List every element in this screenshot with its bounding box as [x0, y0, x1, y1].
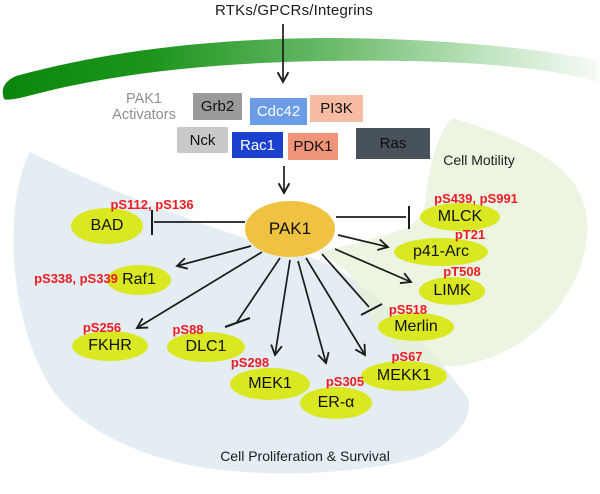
arrow-pak1-to-raf1	[177, 245, 252, 266]
inhibit-pak1-to-bad	[151, 210, 245, 235]
arrow-pak1-to-mekk1	[305, 257, 365, 355]
node-mek1: MEK1	[230, 368, 310, 400]
activator-box-ras: Ras	[356, 128, 430, 159]
node-fkhr: FKHR	[72, 331, 148, 361]
node-label-dlc1: DLC1	[185, 338, 227, 355]
activator-label-grb2: Grb2	[200, 98, 235, 115]
node-label-raf1: Raf1	[122, 271, 156, 288]
node-label-mlck: MLCK	[437, 208, 483, 225]
node-label-p41arc: p41-Arc	[412, 243, 470, 260]
pak1-activators-label: PAK1 Activators	[112, 91, 176, 124]
phospho-mekk1: pS67	[391, 349, 423, 364]
arrow-pak1-to-mek1	[275, 259, 291, 355]
activator-label-rac1: Rac1	[239, 136, 276, 154]
phospho-bad: pS112, pS136	[110, 197, 194, 212]
phospho-raf1: pS338, pS339	[34, 271, 118, 286]
node-merlin: Merlin	[378, 313, 454, 341]
activator-box-pi3k: PI3K	[310, 95, 363, 122]
node-label-fkhr: FKHR	[88, 337, 132, 354]
phospho-fkhr: pS256	[82, 320, 122, 335]
arrow-pak1-to-limk	[334, 248, 411, 282]
phospho-mek1: pS298	[230, 355, 270, 370]
inhibit-pak1-to-dlc1	[224, 257, 281, 328]
activator-box-pdk1: PDK1	[288, 133, 338, 160]
activator-box-rac1: Rac1	[232, 132, 283, 158]
activator-label-ras: Ras	[379, 135, 407, 152]
phospho-er-alpha: pS305	[325, 374, 365, 389]
node-mlck: MLCK	[420, 203, 500, 231]
arrow-pak1-to-er	[297, 260, 326, 363]
activator-label-pi3k: PI3K	[320, 100, 353, 117]
arrow-pak1-to-fkhr	[137, 251, 263, 328]
phospho-dlc1: pS88	[172, 322, 204, 337]
activator-label-cdc42: Cdc42	[256, 103, 301, 120]
node-label-bad: BAD	[90, 217, 124, 234]
phospho-p41arc: pT21	[454, 227, 486, 242]
node-p41arc: p41-Arc	[394, 238, 488, 266]
phospho-mlck: pS439, pS991	[434, 191, 518, 206]
phospho-limk: pT508	[443, 264, 481, 279]
activator-box-nck: Nck	[177, 127, 228, 153]
node-label-merlin: Merlin	[394, 318, 438, 335]
region-label-cell-proliferation-survival: Cell Proliferation & Survival	[220, 448, 390, 464]
inhibit-pak1-to-mlck	[336, 206, 410, 229]
node-label-limk: LIMK	[433, 282, 471, 299]
activator-label-pdk1: PDK1	[293, 138, 333, 155]
node-label-pak1: PAK1	[268, 219, 312, 238]
node-pak1: PAK1	[245, 201, 335, 257]
activator-label-nck: Nck	[189, 131, 216, 149]
phospho-merlin: pS518	[388, 302, 428, 317]
node-dlc1: DLC1	[167, 332, 245, 362]
receptors-title: RTKs/GPCRs/Integrins	[215, 2, 373, 19]
node-label-er-alpha: ER-α	[317, 394, 355, 411]
activator-box-cdc42: Cdc42	[250, 98, 307, 125]
inhibit-pak1-to-merlin	[321, 253, 383, 316]
node-raf1: Raf1	[107, 265, 171, 295]
node-bad: BAD	[71, 208, 143, 244]
node-label-mek1: MEK1	[248, 375, 292, 392]
node-mekk1: MEKK1	[361, 361, 447, 391]
node-limk: LIMK	[419, 277, 485, 305]
activator-box-grb2: Grb2	[193, 93, 242, 120]
membrane-band	[2, 38, 598, 100]
node-er-alpha: ER-α	[300, 387, 372, 419]
region-label-cell-motility: Cell Motility	[443, 152, 515, 168]
node-label-mekk1: MEKK1	[376, 367, 432, 384]
arrow-pak1-to-p41arc	[337, 234, 388, 247]
